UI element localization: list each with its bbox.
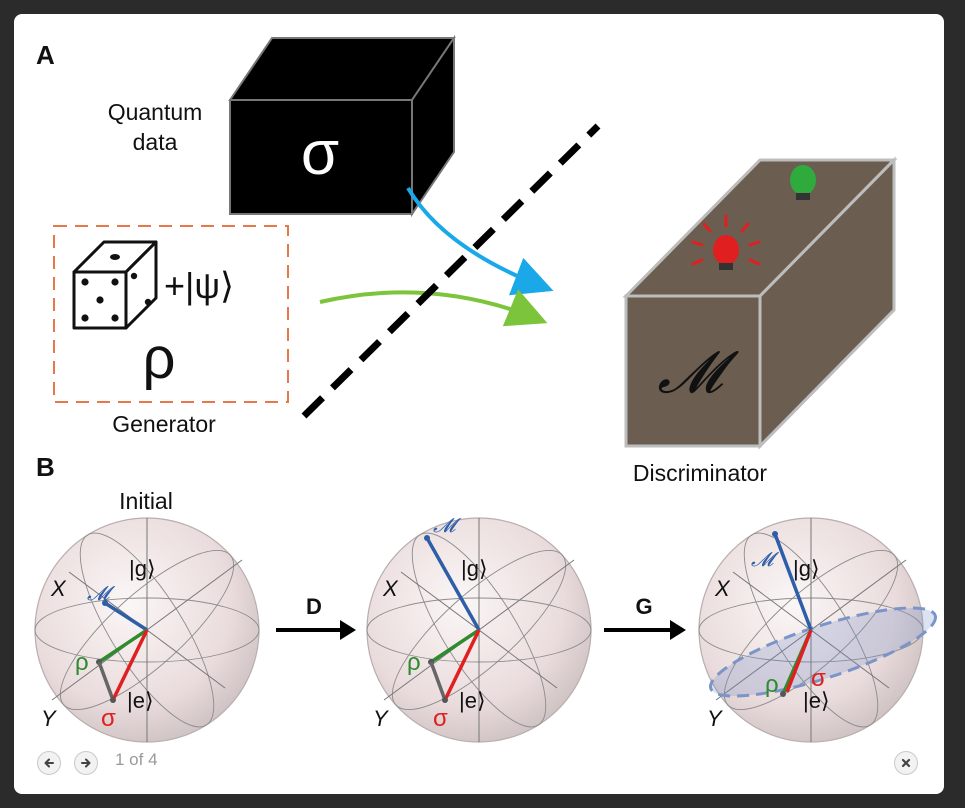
label-g: |g⟩ [129,556,156,581]
close-icon [901,758,911,768]
label-sigma: σ [101,705,116,732]
label-e: |e⟩ [459,688,486,713]
lightbox: A σ Quantum data +|ψ⟩ ρ Generator [14,14,944,794]
dashed-separator [301,123,601,419]
bloch-sphere-after-g: |g⟩ |e⟩ X Y 𝓜 ρ σ [698,515,938,745]
label-e: |e⟩ [127,688,154,713]
label-rho: ρ [75,649,89,676]
dice-icon [72,240,158,330]
next-button[interactable] [74,751,98,775]
discriminator-label: Discriminator [633,460,768,486]
arrow-g-label: G [635,594,652,619]
arrow-left-icon [44,758,54,768]
green-bulb-icon [790,165,816,200]
arrow-g: G [604,594,686,640]
quantum-data-label: Quantum [108,99,203,125]
label-x: X [714,576,731,601]
red-bulb-icon [691,214,761,270]
sigma-symbol: σ [301,119,339,188]
rho-symbol: ρ [143,326,176,391]
quantum-data-label-line2: data [133,129,178,155]
bloch-sphere-after-d: |g⟩ |e⟩ X Y 𝓜 ρ σ [366,515,592,745]
figure: A σ Quantum data +|ψ⟩ ρ Generator [34,34,938,745]
label-y: Y [707,706,723,731]
label-rho: ρ [407,649,421,676]
label-e: |e⟩ [803,688,830,713]
discriminator-box: 𝓜 [622,156,898,450]
label-rho: ρ [765,671,779,698]
panel-a-label: A [36,40,55,70]
generator-box [53,225,289,403]
label-m: 𝓜 [433,515,462,537]
quantum-data-cube: σ [228,34,456,218]
arrow-d: D [276,594,356,640]
panel-b-label: B [36,452,55,482]
arrow-d-label: D [306,594,322,619]
label-y: Y [41,706,57,731]
blue-arrow [406,186,554,296]
arrow-right-icon [81,758,91,768]
label-m: 𝓜 [87,583,116,605]
trajectory-ellipse [708,606,938,698]
label-y: Y [373,706,389,731]
ket-psi: +|ψ⟩ [164,265,234,306]
label-sigma: σ [433,705,448,732]
prev-button[interactable] [37,751,61,775]
label-g: |g⟩ [793,556,820,581]
bloch-sphere-initial: |g⟩ |e⟩ X Y 𝓜 ρ σ [34,515,260,745]
label-g: |g⟩ [461,556,488,581]
generator-label: Generator [112,411,216,437]
label-x: X [382,576,399,601]
label-x: X [50,576,67,601]
label-sigma: σ [811,665,826,692]
initial-label: Initial [119,488,173,514]
close-button[interactable] [894,751,918,775]
slide-counter: 1 of 4 [115,750,158,769]
label-m: 𝓜 [751,549,780,571]
